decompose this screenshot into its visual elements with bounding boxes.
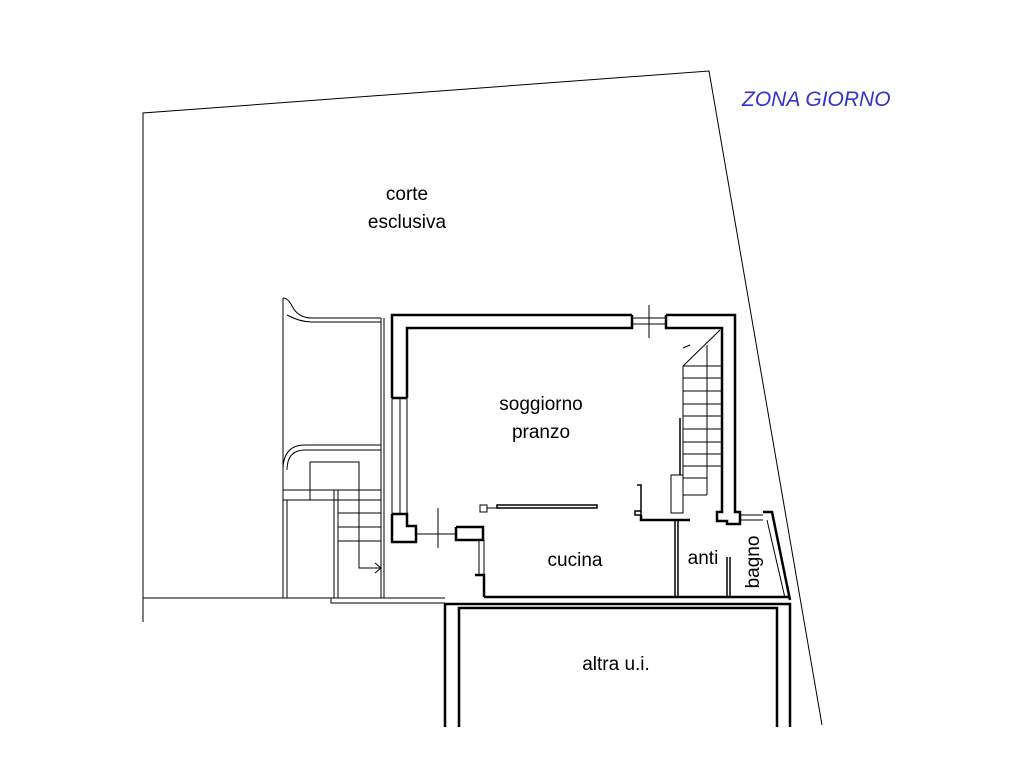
- porch: [282, 297, 385, 598]
- courtyard-label-line2: esclusiva: [368, 212, 447, 233]
- lot-boundary: [142, 70, 823, 726]
- living-room-label-line1: soggiorno: [499, 394, 582, 415]
- exterior-stairs: [283, 461, 445, 604]
- kitchen-label: cucina: [548, 550, 603, 571]
- other-unit-label: altra u.i.: [582, 654, 650, 675]
- interior-stairs: [670, 329, 722, 514]
- courtyard-label-line1: corte: [386, 184, 428, 205]
- zone-title: ZONA GIORNO: [741, 88, 891, 111]
- bathroom-label: bagno: [743, 536, 764, 589]
- other-unit-walls: [443, 602, 792, 727]
- antechamber-label: anti: [688, 548, 719, 569]
- living-room-label-line2: pranzo: [512, 422, 570, 443]
- walls: [390, 305, 792, 601]
